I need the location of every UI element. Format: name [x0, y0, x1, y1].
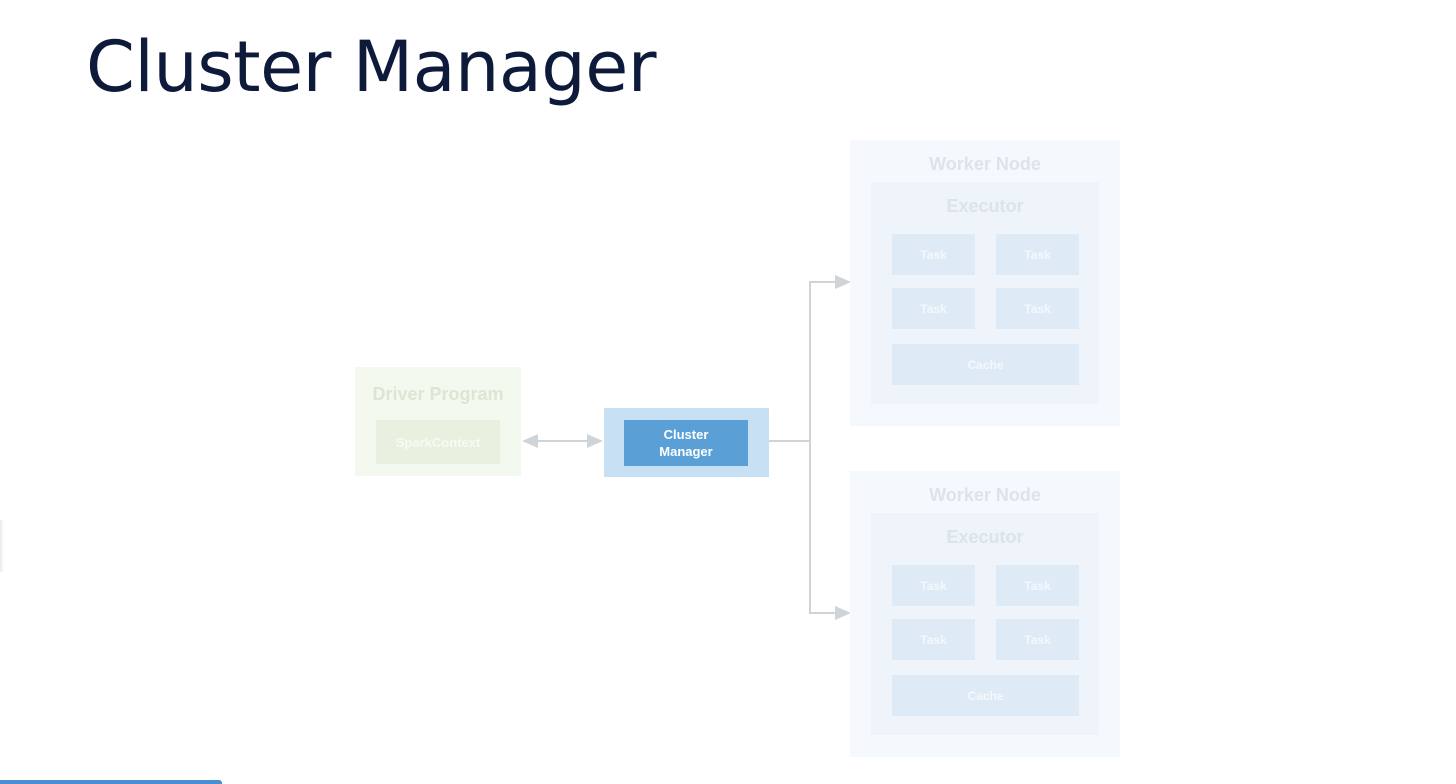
cluster-worker-connector: [809, 441, 838, 614]
task-box: Task: [996, 234, 1079, 275]
cluster-manager-halo: Cluster Manager: [604, 408, 769, 477]
arrowhead-worker-top: [835, 275, 851, 289]
cache-box: Cache: [892, 344, 1079, 385]
cluster-manager-label-line1: Cluster: [663, 427, 709, 442]
driver-program-box: Driver Program SparkContext: [355, 367, 521, 476]
arrowhead-right: [587, 434, 603, 448]
executor-title: Executor: [946, 196, 1024, 216]
executor-box: Executor Task Task Task Task Cache: [871, 513, 1099, 735]
worker-node-box: Worker Node Executor Task Task Task Task…: [850, 471, 1120, 757]
task-box: Task: [892, 288, 975, 329]
progress-accent-bar: [0, 780, 222, 784]
worker-node-box: Worker Node Executor Task Task Task Task…: [850, 140, 1120, 426]
executor-box: Executor Task Task Task Task Cache: [871, 182, 1099, 404]
cluster-manager-label-line2: Manager: [659, 444, 713, 459]
task-box: Task: [996, 619, 1079, 660]
worker-node-title: Worker Node: [929, 485, 1041, 505]
executor-title: Executor: [946, 527, 1024, 547]
task-box: Task: [892, 565, 975, 606]
arrowhead-worker-bottom: [835, 606, 851, 620]
slide-edge-decoration: [0, 520, 4, 572]
slide-title: Cluster Manager: [86, 26, 657, 108]
cache-box: Cache: [892, 675, 1079, 716]
task-box: Task: [996, 565, 1079, 606]
spark-context-box: SparkContext: [376, 420, 500, 464]
worker-node-title: Worker Node: [929, 154, 1041, 174]
arrowhead-left: [522, 434, 538, 448]
driver-program-title: Driver Program: [372, 384, 504, 404]
task-box: Task: [892, 619, 975, 660]
task-box: Task: [892, 234, 975, 275]
cluster-worker-connector: [769, 281, 838, 442]
cluster-manager-box: Cluster Manager: [624, 420, 748, 466]
task-box: Task: [996, 288, 1079, 329]
